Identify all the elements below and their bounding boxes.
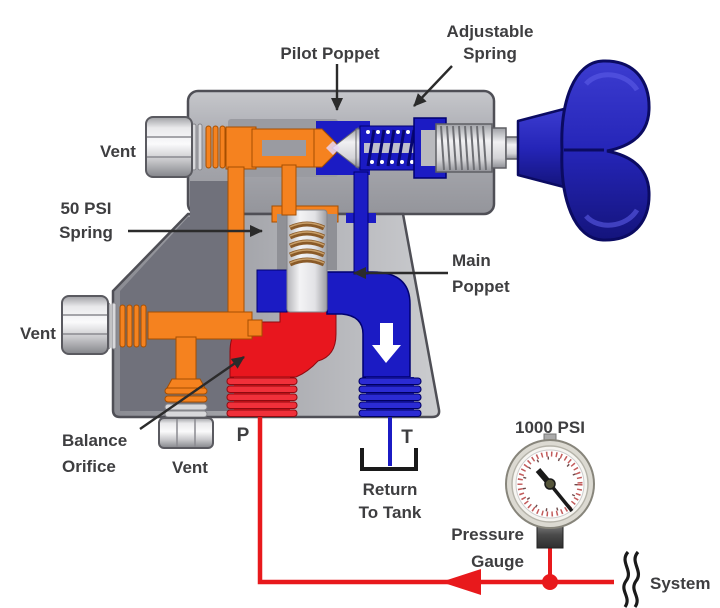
psi-spring-label-1: 50 PSI — [60, 199, 111, 218]
port-t-label: T — [401, 427, 413, 448]
lower-vent-duct — [147, 311, 253, 340]
vent-top-label: Vent — [100, 142, 136, 161]
knob-wings — [560, 59, 651, 242]
adjustable-spring-label-2: Spring — [463, 44, 517, 63]
balance-orifice-arrow — [139, 356, 245, 430]
port-thread — [226, 409, 298, 417]
line-junction — [542, 574, 558, 590]
pilot-poppet-label: Pilot Poppet — [280, 44, 380, 63]
adjustment-knob — [516, 59, 651, 242]
psi-spring-coil — [288, 221, 326, 267]
vent-fitting-top — [145, 116, 226, 178]
vent-riser — [227, 166, 245, 318]
bottom-vent-stem — [175, 336, 197, 384]
main-poppet-label-1: Main — [452, 251, 491, 270]
tank-chamber-left — [256, 269, 288, 313]
port-thread — [358, 377, 422, 385]
port-thread — [226, 393, 298, 401]
adjustable-spring-arrow — [413, 65, 453, 107]
flow-arrow-left — [441, 569, 481, 595]
flow-down-arrow — [372, 323, 401, 363]
hex-nut — [145, 116, 193, 178]
adjustable-spring-label-1: Adjustable — [447, 22, 534, 41]
knob-highlight-top — [584, 72, 640, 92]
balance-orifice-label-1: Balance — [62, 431, 127, 450]
pressure-gauge — [505, 433, 595, 549]
spring-chamber-feed — [281, 164, 297, 216]
return-to-tank-label-1: Return — [363, 480, 418, 499]
gauge-needle — [548, 482, 574, 513]
return-to-tank-label-2: To Tank — [359, 503, 422, 522]
spring-stem — [364, 143, 432, 153]
vent-fitting-left — [61, 295, 147, 355]
screw-threads — [440, 125, 487, 171]
pilot-seat-sparkle — [326, 141, 340, 155]
pilot-seat-front — [313, 128, 337, 168]
pressure-gauge-label-2: Gauge — [471, 552, 524, 571]
body-dark-interior — [120, 181, 244, 411]
tank-symbol — [360, 448, 418, 471]
pressure-gauge-label-1: Pressure — [451, 525, 524, 544]
spring-sleeve-core — [421, 130, 439, 166]
psi-spring-label-2: Spring — [59, 223, 113, 242]
system-line — [257, 417, 614, 585]
port-thread — [358, 409, 422, 417]
balance-orifice-label-2: Orifice — [62, 457, 116, 476]
gauge-major-ticks — [522, 456, 578, 512]
psi-spring-highlight — [289, 222, 325, 264]
knob-highlight-bottom — [584, 208, 640, 228]
labels: Pilot Poppet Adjustable Spring Vent 50 P… — [20, 22, 710, 593]
hex-nut — [158, 417, 214, 449]
gauge-ticks — [517, 451, 583, 517]
pilot-stage — [313, 117, 521, 275]
hex-nut — [61, 295, 109, 355]
system-break-symbol — [632, 550, 641, 608]
port-thread — [226, 377, 298, 385]
fitting-thread — [164, 410, 208, 418]
fitting-threads — [191, 123, 226, 171]
pressure-port — [226, 377, 298, 417]
annotation-arrows — [128, 64, 453, 430]
system-label: System — [650, 574, 710, 593]
pilot-spool-core — [262, 140, 306, 156]
system-break-symbol — [622, 550, 631, 608]
port-thread — [358, 385, 422, 393]
gauge-reading-label: 1000 PSI — [515, 418, 585, 437]
pilot-duct-inlet — [225, 126, 257, 170]
balance-orifice-neck — [247, 319, 263, 337]
knob-hub — [516, 107, 566, 189]
port-thread — [358, 401, 422, 409]
screw-collar — [491, 127, 507, 169]
port-p-label: P — [237, 425, 250, 446]
schematic — [257, 417, 641, 608]
port-thread — [358, 393, 422, 401]
port-thread — [226, 385, 298, 393]
fitting-thread — [164, 387, 208, 395]
pilot-drain-line — [353, 171, 369, 275]
vent-bottom-label: Vent — [172, 458, 208, 477]
tank-port — [358, 377, 422, 417]
port-thread — [226, 401, 298, 409]
vent-left-label: Vent — [20, 324, 56, 343]
main-poppet-label-2: Poppet — [452, 277, 510, 296]
gauge-hub — [544, 478, 556, 490]
